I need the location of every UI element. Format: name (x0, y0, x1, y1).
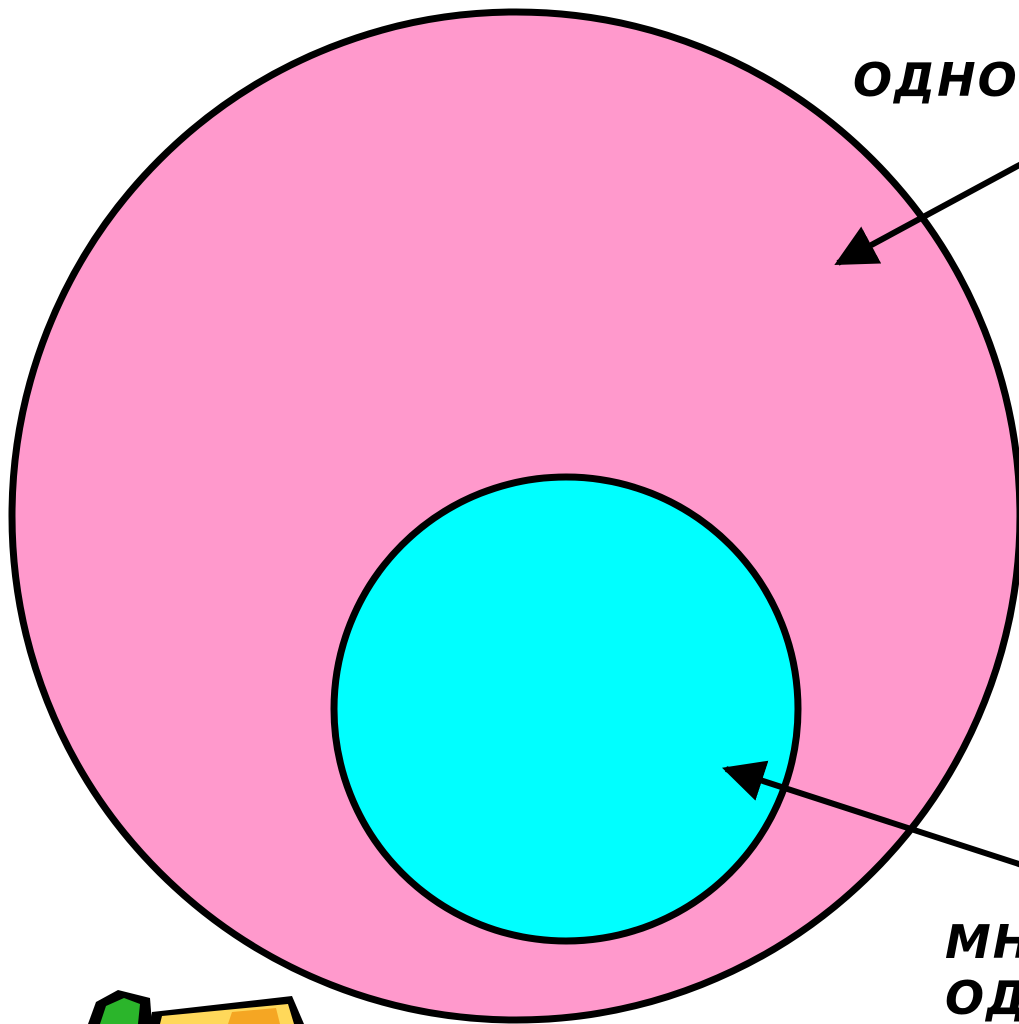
pencil-icon (88, 990, 304, 1024)
inner-set-label-line1: МН (945, 915, 1019, 969)
outer-set-label: ОДНО (853, 53, 1019, 107)
inner-set-circle (334, 477, 798, 941)
inner-set-label-line2: ОД (945, 971, 1019, 1024)
